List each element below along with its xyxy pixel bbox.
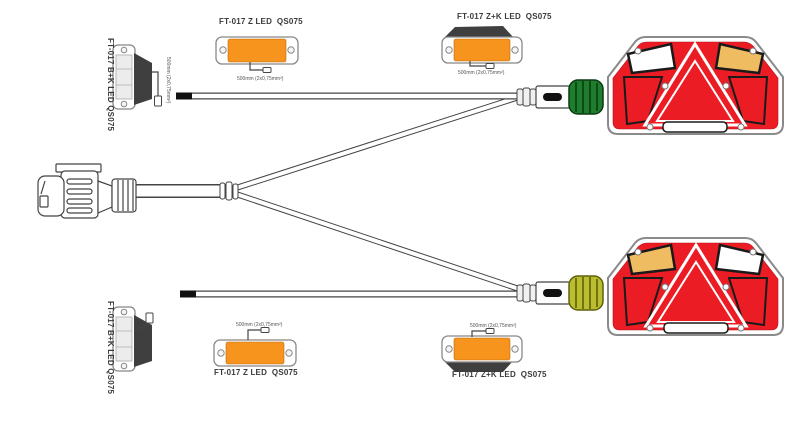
rear-lamp-cluster-bottom bbox=[606, 236, 785, 337]
green-bayonet-cap bbox=[568, 79, 604, 115]
marker-bottom-right: FT-017 Z+K LED QS075 500mm (2x0,75mm²) bbox=[441, 323, 547, 379]
upper-branch-cable bbox=[235, 94, 520, 191]
marker-label: FT-017 B+K LED QS075 bbox=[106, 38, 115, 131]
wire-terminal bbox=[262, 67, 272, 73]
side-marker-top-left: FT-017 B+K LED QS075 500mm (2x0,75mm²) bbox=[106, 38, 171, 131]
orange-lens bbox=[453, 38, 511, 62]
cable-spec-label: 500mm (2x0,75mm²) bbox=[237, 76, 284, 82]
rear-lamp-cluster-top bbox=[606, 35, 785, 136]
marker-bottom-mid: FT-017 Z LED QS075 500mm (2x0,75mm²) bbox=[213, 322, 298, 377]
cable-split-sleeve bbox=[219, 181, 239, 201]
bottom-lamp-connector bbox=[516, 275, 604, 311]
connector-slot bbox=[543, 289, 562, 297]
orange-lens bbox=[225, 341, 285, 365]
marker-top-mid: FT-017 Z LED QS075 500mm (2x0,75mm²) bbox=[215, 17, 303, 82]
wire-terminal bbox=[260, 327, 270, 333]
marker-bracket bbox=[444, 361, 513, 372]
marker-wire bbox=[249, 62, 263, 71]
orange-lens bbox=[227, 38, 287, 63]
marker-wire bbox=[247, 329, 261, 340]
wire-terminal bbox=[485, 328, 495, 334]
wire-terminal bbox=[145, 312, 154, 324]
marker-top-right: FT-017 Z+K LED QS075 500mm (2x0,75mm²) bbox=[441, 12, 552, 76]
top-lamp-connector bbox=[516, 79, 604, 115]
top-harness-cable bbox=[176, 92, 520, 100]
lower-branch-cable bbox=[235, 191, 520, 292]
marker-wire bbox=[469, 61, 486, 67]
marker-bracket bbox=[134, 315, 152, 367]
cable-end-tip bbox=[176, 92, 192, 100]
marker-wire bbox=[150, 71, 159, 96]
cable-spec-label: 500mm (2x0,75mm²) bbox=[165, 57, 171, 104]
bottom-harness-cable bbox=[180, 290, 520, 298]
marker-label: FT-017 Z+K LED QS075 bbox=[452, 370, 547, 379]
wire-terminal bbox=[154, 95, 162, 107]
marker-bracket bbox=[134, 53, 152, 105]
orange-lens bbox=[453, 337, 511, 361]
marker-label: FT-017 B+K LED QS075 bbox=[106, 301, 115, 394]
marker-label: FT-017 Z+K LED QS075 bbox=[457, 12, 552, 21]
cable-spec-label: 500mm (2x0,75mm²) bbox=[236, 322, 283, 328]
main-plug-13pin bbox=[37, 163, 137, 219]
wire-terminal bbox=[485, 63, 495, 69]
yellow-bayonet-cap bbox=[568, 275, 604, 311]
connector-slot bbox=[543, 93, 562, 101]
marker-wire bbox=[135, 323, 150, 331]
plug-cone bbox=[97, 180, 113, 214]
marker-wire bbox=[471, 330, 486, 337]
cable-end-tip bbox=[180, 290, 196, 298]
marker-label: FT-017 Z LED QS075 bbox=[214, 368, 298, 377]
marker-label: FT-017 Z LED QS075 bbox=[219, 17, 303, 26]
side-marker-bottom-left: FT-017 B+K LED QS075 bbox=[106, 301, 154, 394]
marker-bracket bbox=[444, 26, 513, 38]
cable-spec-label: 500mm (2x0,75mm²) bbox=[470, 323, 517, 329]
cable-spec-label: 500mm (2x0,75mm²) bbox=[458, 70, 505, 76]
